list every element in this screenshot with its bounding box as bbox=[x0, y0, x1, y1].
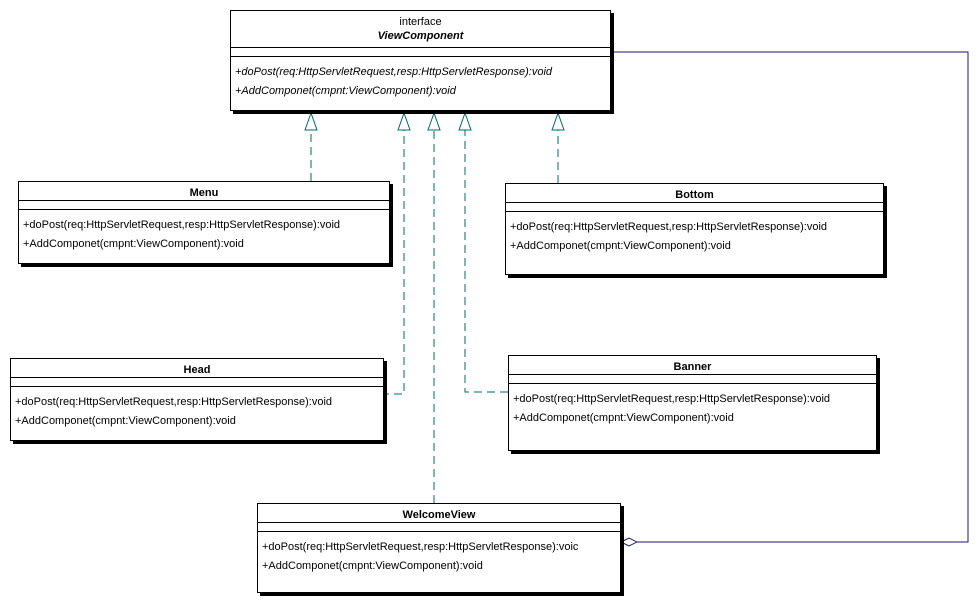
operation-dopost: +doPost(req:HttpServletRequest,resp:Http… bbox=[23, 219, 341, 231]
operation-addcomponet: +AddComponet(cmpnt:ViewComponent):void bbox=[23, 238, 244, 250]
class-name: Head bbox=[183, 364, 211, 376]
operations-compartment: +doPost(req:HttpServletRequest,resp:Http… bbox=[506, 211, 883, 260]
class-name: Banner bbox=[673, 361, 712, 373]
operation-dopost: +doPost(req:HttpServletRequest,resp:Http… bbox=[262, 541, 579, 553]
banner-realization-arrowhead bbox=[458, 111, 472, 131]
attributes-compartment bbox=[258, 522, 620, 531]
class-welcomeview[interactable]: WelcomeView +doPost(req:HttpServletReque… bbox=[257, 503, 621, 593]
operation-addcomponet: +AddComponet(cmpnt:ViewComponent):void bbox=[262, 560, 483, 572]
attributes-compartment bbox=[231, 47, 610, 56]
operation-dopost: +doPost(req:HttpServletRequest,resp:Http… bbox=[513, 393, 831, 405]
class-head[interactable]: Head +doPost(req:HttpServletRequest,resp… bbox=[10, 358, 384, 441]
operations-compartment: +doPost(req:HttpServletRequest,resp:Http… bbox=[19, 209, 389, 258]
banner-realization-line bbox=[464, 130, 508, 393]
class-banner[interactable]: Banner +doPost(req:HttpServletRequest,re… bbox=[508, 355, 877, 451]
operation-addcomponet: +AddComponet(cmpnt:ViewComponent):void bbox=[235, 85, 456, 97]
operation-addcomponet: +AddComponet(cmpnt:ViewComponent):void bbox=[510, 240, 731, 252]
operation-dopost: +doPost(req:HttpServletRequest,resp:Http… bbox=[510, 221, 828, 233]
aggregation-association-line bbox=[610, 51, 969, 543]
class-bottom[interactable]: Bottom +doPost(req:HttpServletRequest,re… bbox=[505, 183, 884, 275]
attributes-compartment bbox=[19, 200, 389, 209]
class-name: Menu bbox=[189, 187, 219, 199]
operation-addcomponet: +AddComponet(cmpnt:ViewComponent):void bbox=[513, 412, 734, 424]
operations-compartment: +doPost(req:HttpServletRequest,resp:Http… bbox=[509, 383, 876, 432]
head-realization-line bbox=[381, 130, 405, 395]
operation-dopost: +doPost(req:HttpServletRequest,resp:Http… bbox=[15, 396, 333, 408]
welcome-realization-arrowhead bbox=[427, 111, 441, 131]
operations-compartment: +doPost(req:HttpServletRequest,resp:Http… bbox=[231, 56, 610, 105]
attributes-compartment bbox=[11, 377, 383, 386]
operation-addcomponet: +AddComponet(cmpnt:ViewComponent):void bbox=[15, 415, 236, 427]
bottom-realization-arrowhead bbox=[551, 111, 565, 131]
stereotype-label: interface bbox=[399, 16, 442, 28]
class-menu[interactable]: Menu +doPost(req:HttpServletRequest,resp… bbox=[18, 181, 390, 264]
class-name: Bottom bbox=[675, 189, 714, 201]
menu-realization-arrowhead bbox=[304, 111, 318, 131]
class-name: WelcomeView bbox=[402, 509, 476, 521]
operations-compartment: +doPost(req:HttpServletRequest,resp:Http… bbox=[258, 531, 620, 580]
attributes-compartment bbox=[509, 374, 876, 383]
class-viewcomponent[interactable]: interface ViewComponent +doPost(req:Http… bbox=[230, 10, 611, 111]
class-name: ViewComponent bbox=[377, 30, 464, 42]
attributes-compartment bbox=[506, 202, 883, 211]
head-realization-arrowhead bbox=[397, 111, 411, 131]
operation-dopost: +doPost(req:HttpServletRequest,resp:Http… bbox=[235, 66, 553, 78]
operations-compartment: +doPost(req:HttpServletRequest,resp:Http… bbox=[11, 386, 383, 435]
aggregation-diamond bbox=[619, 537, 639, 547]
